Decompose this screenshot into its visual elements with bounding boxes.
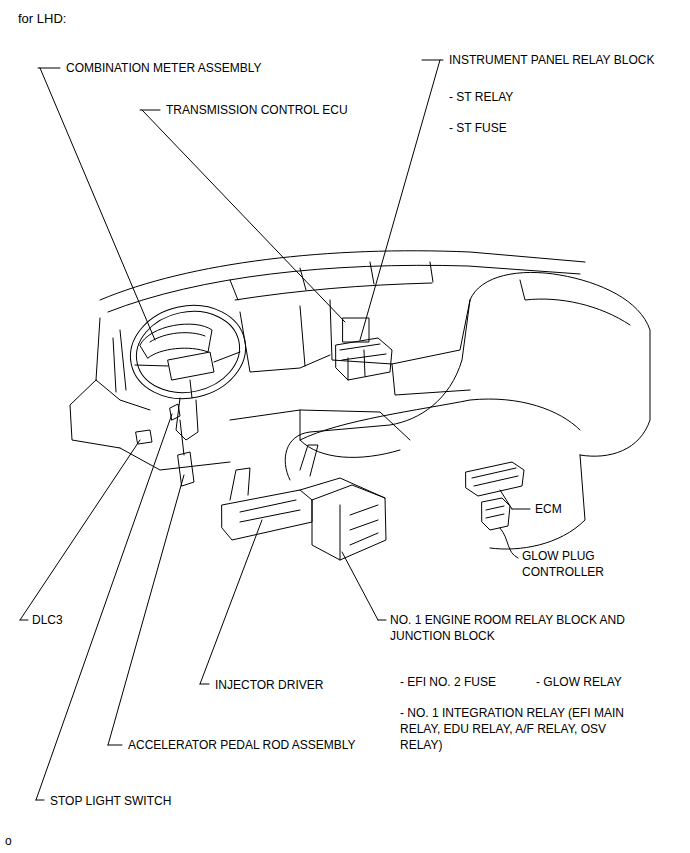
injector-driver-detail [240,500,300,522]
label-box: COMBINATION METER ASSEMBLY [66,60,262,76]
label-box: - NO. 1 INTEGRATION RELAY (EFI MAIN RELA… [400,705,650,753]
label-box: INSTRUMENT PANEL RELAY BLOCK [449,52,654,68]
leader-line [342,552,386,620]
ecm-detail [472,468,518,486]
part-label: - NO. 1 INTEGRATION RELAY (EFI MAIN RELA… [400,706,624,752]
leader-line [360,60,443,340]
steering-hub [168,352,214,380]
injector-driver [222,490,312,540]
ip-relay-block-detail [340,344,386,380]
part-label: o [5,834,12,848]
label-box: ACCELERATOR PEDAL ROD ASSEMBLY [128,737,356,753]
leader-line [140,110,345,322]
leader-line [38,68,155,340]
label-box: DLC3 [32,612,63,628]
part-label: NO. 1 ENGINE ROOM RELAY BLOCK AND JUNCTI… [390,613,625,643]
meter-glass [150,333,205,342]
seat-back [470,272,650,456]
label-box: TRANSMISSION CONTROL ECU [166,102,348,118]
part-label: - ST FUSE [449,121,507,135]
part-label: INJECTOR DRIVER [215,678,323,692]
part-label: DLC3 [32,613,63,627]
steering-wheel-inner [129,302,247,402]
dash-vents [230,262,433,300]
dash-left-side [70,318,150,448]
part-label: ECM [535,502,562,516]
accelerator-pedal [178,420,194,486]
seat-cushion [300,399,580,440]
label-box: o [5,833,12,849]
label-box: GLOW PLUG CONTROLLER [522,548,622,580]
label-box: - GLOW RELAY [536,674,622,690]
part-label: ACCELERATOR PEDAL ROD ASSEMBLY [128,738,356,752]
part-label: - EFI NO. 2 FUSE [400,675,496,689]
leader-line [20,440,140,620]
center-stack [240,306,330,372]
bracket [230,445,318,500]
leader-line [500,528,518,558]
headrest-line [520,280,630,325]
steering-spokes [135,352,240,398]
dash-lower-right [392,364,470,395]
part-label: GLOW PLUG CONTROLLER [522,549,604,579]
label-box: NO. 1 ENGINE ROOM RELAY BLOCK AND JUNCTI… [390,612,630,644]
glovebox-area [330,300,470,364]
leader-line [108,475,184,745]
steering-wheel [122,295,255,409]
part-label: - GLOW RELAY [536,675,622,689]
label-box: ECM [535,501,562,517]
part-label: TRANSMISSION CONTROL ECU [166,103,348,117]
leader-line [500,490,530,509]
ecm [466,462,524,496]
dash-top [108,265,580,312]
title-box: for LHD: [18,11,66,27]
steering-column [176,398,198,440]
part-label: INSTRUMENT PANEL RELAY BLOCK [449,53,654,67]
seat-side [285,300,470,480]
ip-relay-block [336,338,392,380]
title: for LHD: [18,11,66,26]
part-label: STOP LIGHT SWITCH [50,794,171,808]
label-box: STOP LIGHT SWITCH [50,793,171,809]
junction-block-detail [312,485,385,560]
glow-plug-controller-detail [486,506,504,518]
glow-plug-controller [482,498,510,530]
windshield-edge [100,251,585,300]
dash-panel-line [235,283,432,300]
leader-line [200,520,262,684]
label-box: - EFI NO. 2 FUSE [400,674,496,690]
junction-block [300,478,386,560]
dash-left-panel [113,330,126,392]
part-label: COMBINATION METER ASSEMBLY [66,61,262,75]
label-box: - ST RELAY [449,89,513,105]
stop-light-switch [170,404,180,420]
label-box: - ST FUSE [449,120,507,136]
label-box: INJECTOR DRIVER [215,677,323,693]
part-label: - ST RELAY [449,90,513,104]
